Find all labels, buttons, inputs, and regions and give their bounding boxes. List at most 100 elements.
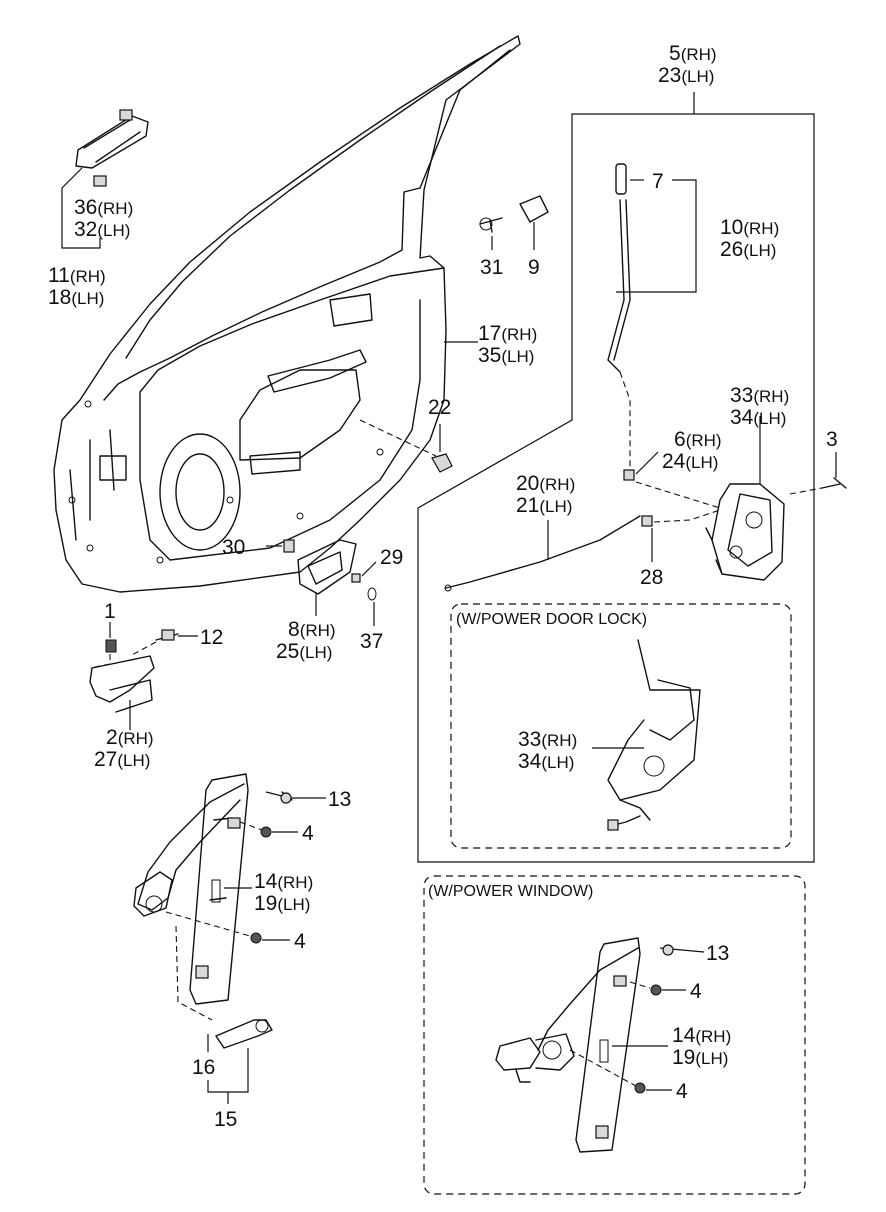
svg-text:17(RH): 17(RH) [478,322,537,345]
callout-35: 35 [478,344,501,367]
svg-text:19(LH): 19(LH) [254,892,310,915]
callout-25-side: (LH) [299,643,332,662]
callout-35-side: (LH) [501,347,534,366]
callout-19: 19 [254,892,277,915]
svg-text:2(RH): 2(RH) [106,726,154,749]
callout-pw-14: 14 [672,1024,696,1047]
svg-text:10(RH): 10(RH) [720,216,779,239]
power-window-caption: (W/POWER WINDOW) [428,883,593,900]
callout-22: 22 [428,396,451,419]
callout-36-side: (RH) [97,199,133,218]
svg-text:33(RH): 33(RH) [518,728,577,751]
callout-17-side: (RH) [501,325,537,344]
callout-13: 13 [328,788,351,811]
svg-text:21(LH): 21(LH) [516,494,572,517]
callout-24-side: (LH) [685,453,718,472]
callout-pw-19: 19 [672,1046,695,1069]
svg-text:6(RH): 6(RH) [674,428,722,451]
power-door-lock-box [450,603,792,849]
callout-18-side: (LH) [71,289,104,308]
callout-6: 6 [674,428,686,451]
lock-knob-rod [607,163,697,470]
svg-text:25(LH): 25(LH) [276,640,332,663]
svg-text:11(RH): 11(RH) [48,264,106,287]
svg-text:14(RH): 14(RH) [254,870,313,893]
callout-7: 7 [652,170,664,193]
callout-26-side: (LH) [743,241,776,260]
svg-text:32(LH): 32(LH) [74,218,130,241]
callout-lower-34-side: (LH) [541,753,574,772]
svg-text:23(LH): 23(LH) [658,64,714,87]
callout-8-side: (RH) [300,621,336,640]
callout-14-side: (RH) [277,873,313,892]
callout-27: 27 [94,748,117,771]
callout-pw-19-side: (LH) [695,1049,728,1068]
callout-10: 10 [720,216,743,239]
svg-text:8(RH): 8(RH) [288,618,336,641]
callout-lower-33: 33 [518,728,541,751]
svg-text:24(LH): 24(LH) [662,450,718,473]
callout-8: 8 [288,618,300,641]
callout-pw-4-upper: 4 [690,980,702,1003]
callout-23-side: (LH) [681,67,714,86]
callout-14: 14 [254,870,278,893]
callout-37: 37 [360,630,383,653]
callout-21: 21 [516,494,539,517]
callout-pw-4-lower: 4 [676,1080,688,1103]
callout-3: 3 [826,428,838,451]
clip-22 [359,419,453,473]
callout-33-side: (RH) [753,387,789,406]
callout-4-lower: 4 [294,930,306,953]
callout-27-side: (LH) [117,751,150,770]
power-window-regulator [495,937,705,1153]
svg-text:19(LH): 19(LH) [672,1046,728,1069]
callout-18: 18 [48,286,71,309]
callout-31: 31 [480,256,503,279]
inside-handle-rod [444,509,721,592]
power-door-lock-actuator [592,639,701,831]
svg-text:36(RH): 36(RH) [74,196,133,219]
callout-12: 12 [200,626,223,649]
callout-20: 20 [516,472,539,495]
callout-lower-34: 34 [518,750,542,773]
power-window-box [423,875,806,1195]
callout-pw-13: 13 [706,942,729,965]
callout-2: 2 [106,726,118,749]
door-checker [89,622,198,730]
inside-door-handle [266,539,377,626]
callout-25: 25 [276,640,299,663]
callout-34-side: (LH) [753,409,786,428]
svg-text:18(LH): 18(LH) [48,286,104,309]
svg-text:27(LH): 27(LH) [94,748,150,771]
manual-window-regulator [133,773,326,1104]
callout-16: 16 [192,1056,215,1079]
callout-34: 34 [730,406,754,429]
svg-text:20(RH): 20(RH) [516,472,575,495]
svg-text:34(LH): 34(LH) [730,406,786,429]
outside-door-handle [61,109,149,249]
callout-20-side: (RH) [539,475,575,494]
callout-9: 9 [528,256,540,279]
callout-11-side: (RH) [70,267,106,286]
door-inner-panel [53,35,521,593]
svg-text:33(RH): 33(RH) [730,384,789,407]
callout-26: 26 [720,238,743,261]
callout-10-side: (RH) [743,219,779,238]
lock-assembly-box [417,113,815,863]
callout-29: 29 [380,546,403,569]
callout-17: 17 [478,322,501,345]
callout-2-side: (RH) [118,729,154,748]
rod-clip-6 [623,451,721,509]
callout-1: 1 [104,600,116,623]
svg-text:35(LH): 35(LH) [478,344,534,367]
svg-text:14(RH): 14(RH) [672,1024,731,1047]
door-latch [705,416,847,581]
callout-5-side: (RH) [681,45,717,64]
svg-text:26(LH): 26(LH) [720,238,776,261]
callout-33: 33 [730,384,753,407]
callout-11: 11 [48,264,70,287]
svg-text:34(LH): 34(LH) [518,750,574,773]
svg-text:5(RH): 5(RH) [669,42,717,65]
callout-6-side: (RH) [686,431,722,450]
